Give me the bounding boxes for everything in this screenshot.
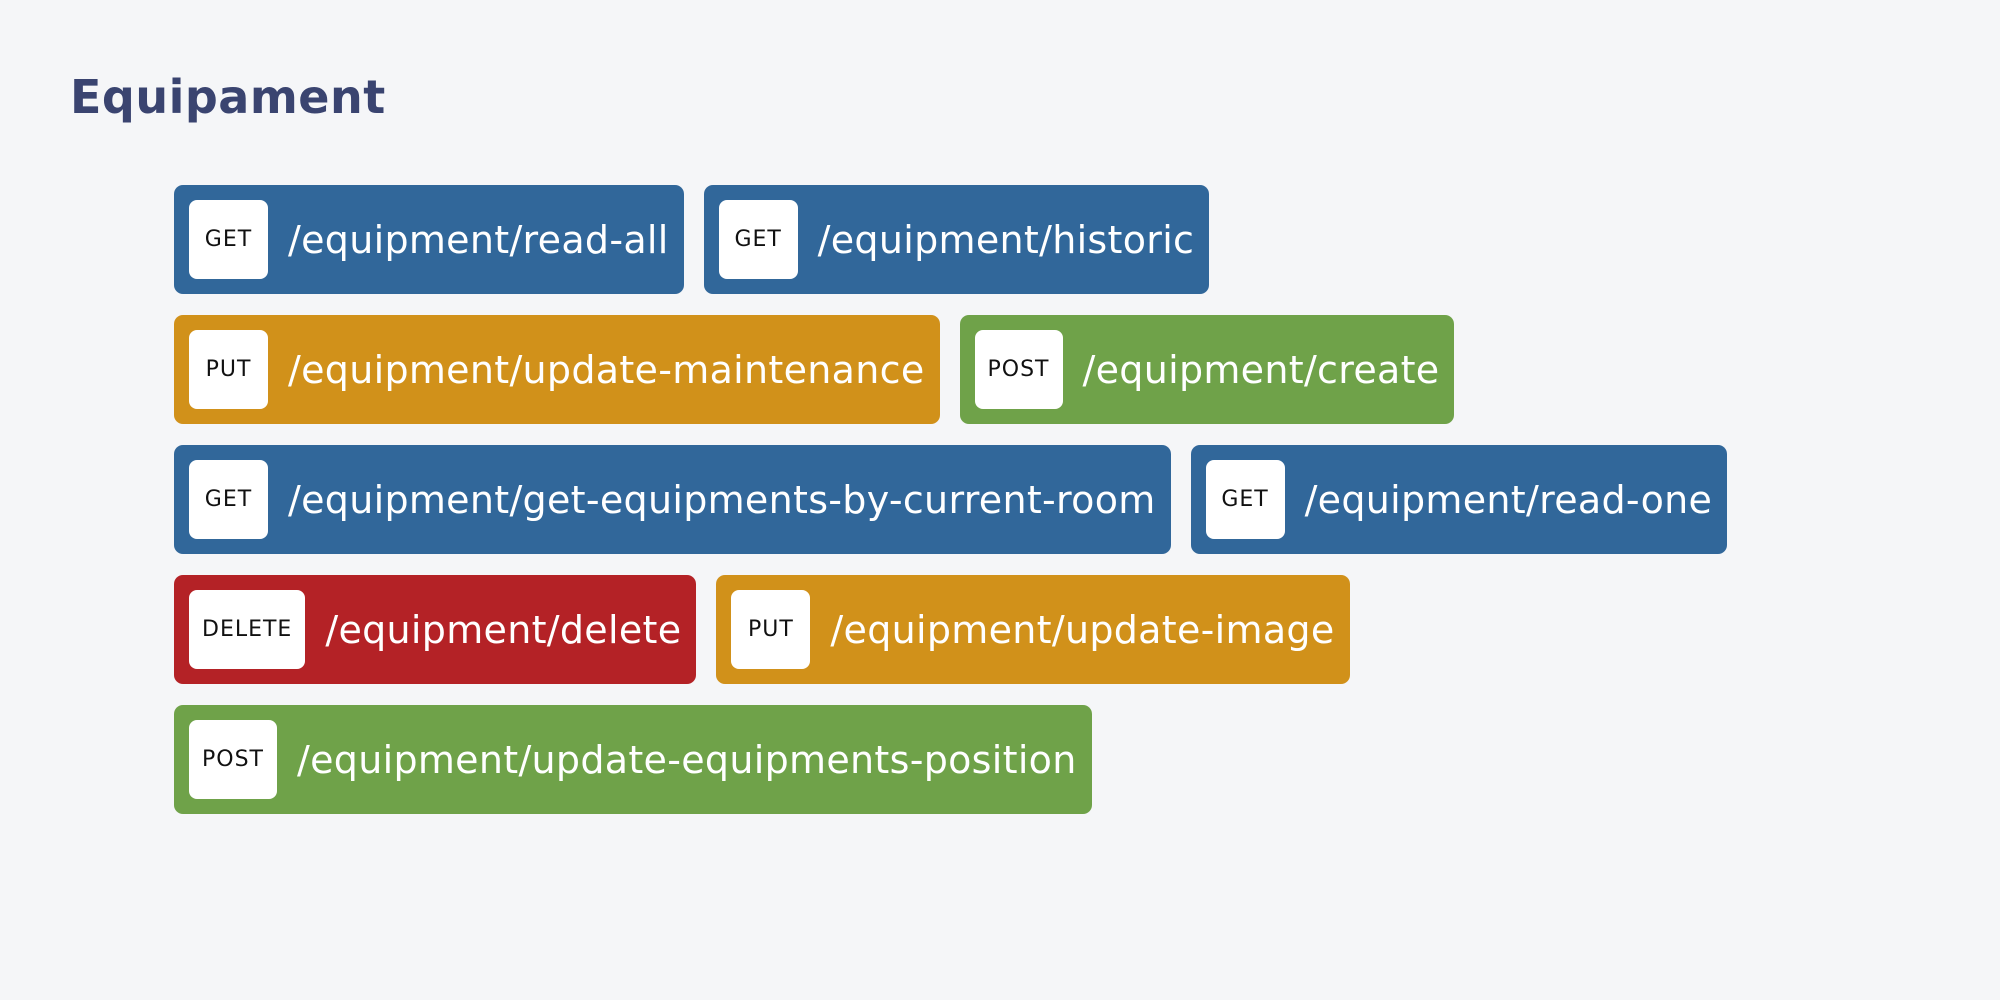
route-list: GET /equipment/read-all GET /equipment/h… <box>174 185 1974 835</box>
route-row: GET /equipment/get-equipments-by-current… <box>174 445 1974 554</box>
route-path: /equipment/get-equipments-by-current-roo… <box>288 477 1156 522</box>
method-badge: GET <box>1205 460 1285 539</box>
route-path: /equipment/update-image <box>830 607 1335 652</box>
route-item[interactable]: POST /equipment/update-equipments-positi… <box>174 705 1092 814</box>
route-row: DELETE /equipment/delete PUT /equipment/… <box>174 575 1974 684</box>
route-path: /equipment/read-all <box>288 217 669 262</box>
route-item[interactable]: GET /equipment/read-all <box>174 185 684 294</box>
route-item[interactable]: GET /equipment/historic <box>703 185 1210 294</box>
method-badge: GET <box>189 200 268 279</box>
method-badge: POST <box>189 720 277 799</box>
route-path: /equipment/read-one <box>1304 477 1713 522</box>
route-path: /equipment/delete <box>325 607 682 652</box>
method-badge: PUT <box>189 330 268 409</box>
method-badge: DELETE <box>189 590 306 669</box>
method-badge: PUT <box>731 590 811 669</box>
route-path: /equipment/create <box>1082 347 1440 392</box>
route-item[interactable]: PUT /equipment/update-maintenance <box>174 315 940 424</box>
route-path: /equipment/historic <box>817 217 1195 262</box>
route-item[interactable]: DELETE /equipment/delete <box>174 575 697 684</box>
route-item[interactable]: PUT /equipment/update-image <box>716 575 1350 684</box>
page-title: Equipament <box>70 70 386 124</box>
route-item[interactable]: GET /equipment/get-equipments-by-current… <box>174 445 1171 554</box>
route-path: /equipment/update-equipments-position <box>297 737 1077 782</box>
route-row: PUT /equipment/update-maintenance POST /… <box>174 315 1974 424</box>
route-item[interactable]: GET /equipment/read-one <box>1190 445 1728 554</box>
route-path: /equipment/update-maintenance <box>288 347 925 392</box>
route-row: GET /equipment/read-all GET /equipment/h… <box>174 185 1974 294</box>
route-row: POST /equipment/update-equipments-positi… <box>174 705 1974 814</box>
method-badge: POST <box>974 330 1063 409</box>
method-badge: GET <box>189 460 268 539</box>
method-badge: GET <box>718 200 798 279</box>
route-item[interactable]: POST /equipment/create <box>959 315 1455 424</box>
